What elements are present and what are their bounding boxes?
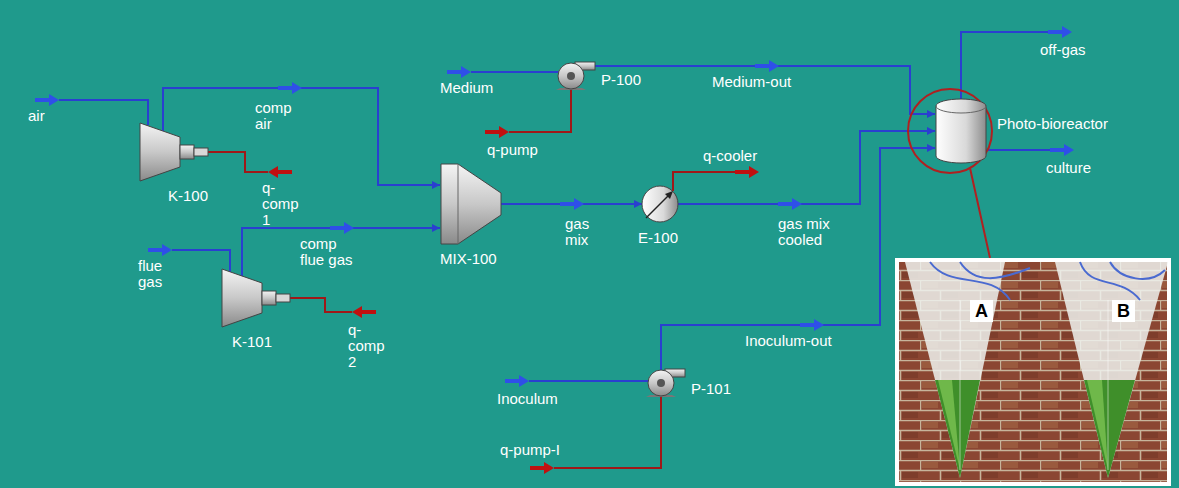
stream-path xyxy=(595,66,935,114)
photo-inset xyxy=(895,258,1171,486)
stream-name: Medium-out xyxy=(712,74,791,90)
stream-name: off-gas xyxy=(1040,42,1086,58)
arrow-head xyxy=(634,200,642,208)
compressor: K-101 xyxy=(222,268,292,328)
compressor: K-100 xyxy=(140,122,210,182)
pump: P-100 xyxy=(555,58,595,90)
stream-name: culture xyxy=(1046,160,1091,176)
stream-name: q-comp 1 xyxy=(262,180,310,228)
arrow-head xyxy=(432,224,440,232)
stream-name: q-pump-I xyxy=(500,442,560,458)
unit-name: P-100 xyxy=(601,72,641,88)
pump-symbol xyxy=(645,365,685,397)
arrow-head xyxy=(927,110,935,118)
stream-path xyxy=(242,228,440,276)
unit-name: K-101 xyxy=(232,334,272,350)
photo-bioreactor-symbol xyxy=(935,98,987,164)
stream-name: Medium xyxy=(440,80,493,96)
cooler-symbol xyxy=(640,184,680,224)
energy-line xyxy=(208,89,735,468)
stream-line xyxy=(242,224,440,276)
stream-name: flue gas xyxy=(138,258,178,290)
photo-tag: A xyxy=(970,300,993,322)
stream-path xyxy=(678,131,935,204)
stream-name: gas mix xyxy=(565,216,600,248)
stream-line xyxy=(163,88,440,189)
mixer-symbol xyxy=(440,163,502,245)
callout-circle xyxy=(908,89,992,173)
stream-line xyxy=(595,66,935,118)
compressor-symbol xyxy=(140,122,210,182)
stream-name: comp flue gas xyxy=(300,236,360,268)
stream-name: comp air xyxy=(255,100,301,132)
stream-path xyxy=(163,88,440,185)
stream-name: q-comp 2 xyxy=(348,322,396,370)
arrow-head xyxy=(927,127,935,135)
leader-line xyxy=(970,168,990,258)
unit-name: Photo-bioreactor xyxy=(997,116,1108,132)
stream-name: air xyxy=(28,108,45,124)
arrow-head xyxy=(432,181,440,189)
stream-name: gas mix cooled xyxy=(778,216,840,248)
unit-name: MIX-100 xyxy=(440,251,497,267)
pump: P-101 xyxy=(645,365,685,397)
stream-name: Inoculum xyxy=(497,391,558,407)
unit-name: K-100 xyxy=(168,188,208,204)
photo-tag: B xyxy=(1112,300,1135,322)
compressor-symbol xyxy=(222,268,292,328)
photo-bioreactor: Photo-bioreactor xyxy=(935,98,987,164)
cooler: E-100 xyxy=(640,184,680,224)
unit-name: P-101 xyxy=(691,381,731,397)
stream-path xyxy=(661,148,935,370)
mixer: MIX-100 xyxy=(440,163,502,245)
unit-name: E-100 xyxy=(638,230,678,246)
arrow-head xyxy=(927,144,935,152)
stream-name: q-pump xyxy=(487,142,538,158)
stream-line xyxy=(678,127,935,204)
stream-line xyxy=(661,144,935,370)
pump-symbol xyxy=(555,58,595,90)
stream-name: Inoculum-out xyxy=(745,333,832,349)
stream-name: q-cooler xyxy=(703,148,757,164)
energy-arrow xyxy=(268,126,759,474)
